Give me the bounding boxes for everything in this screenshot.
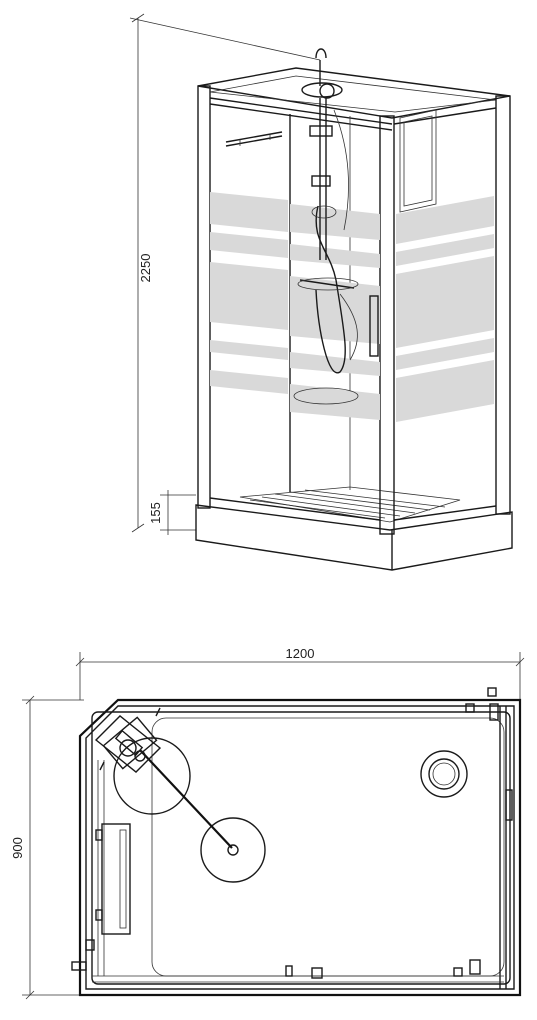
shower-column	[293, 48, 359, 405]
shower-tray	[195, 486, 513, 571]
drain	[420, 750, 468, 798]
corner-shelf	[293, 387, 359, 405]
tray-height-dimension: 155	[148, 490, 196, 535]
plan-view: 1200 900	[10, 646, 525, 1000]
depth-dimension-label: 900	[10, 837, 25, 859]
frosted-glass-bands	[210, 192, 494, 422]
tray-grate	[249, 489, 446, 519]
side-panel-plan	[101, 823, 131, 935]
depth-dimension: 900	[10, 695, 84, 1000]
tray-outline	[78, 698, 522, 997]
tray-height-label: 155	[148, 502, 163, 524]
shower-arm-plan	[113, 737, 266, 883]
side-panel-mirror	[399, 109, 437, 213]
door-handle	[369, 295, 379, 357]
height-dimension-label: 2250	[138, 254, 153, 283]
elevation-view: 2250 155	[129, 13, 513, 571]
height-dimension: 2250	[129, 13, 321, 533]
width-dimension-label: 1200	[286, 646, 315, 661]
towel-bar	[225, 131, 283, 147]
corner-fittings	[94, 707, 162, 773]
fixings	[71, 687, 513, 979]
rain-shower-head	[301, 82, 343, 98]
width-dimension: 1200	[75, 646, 525, 700]
